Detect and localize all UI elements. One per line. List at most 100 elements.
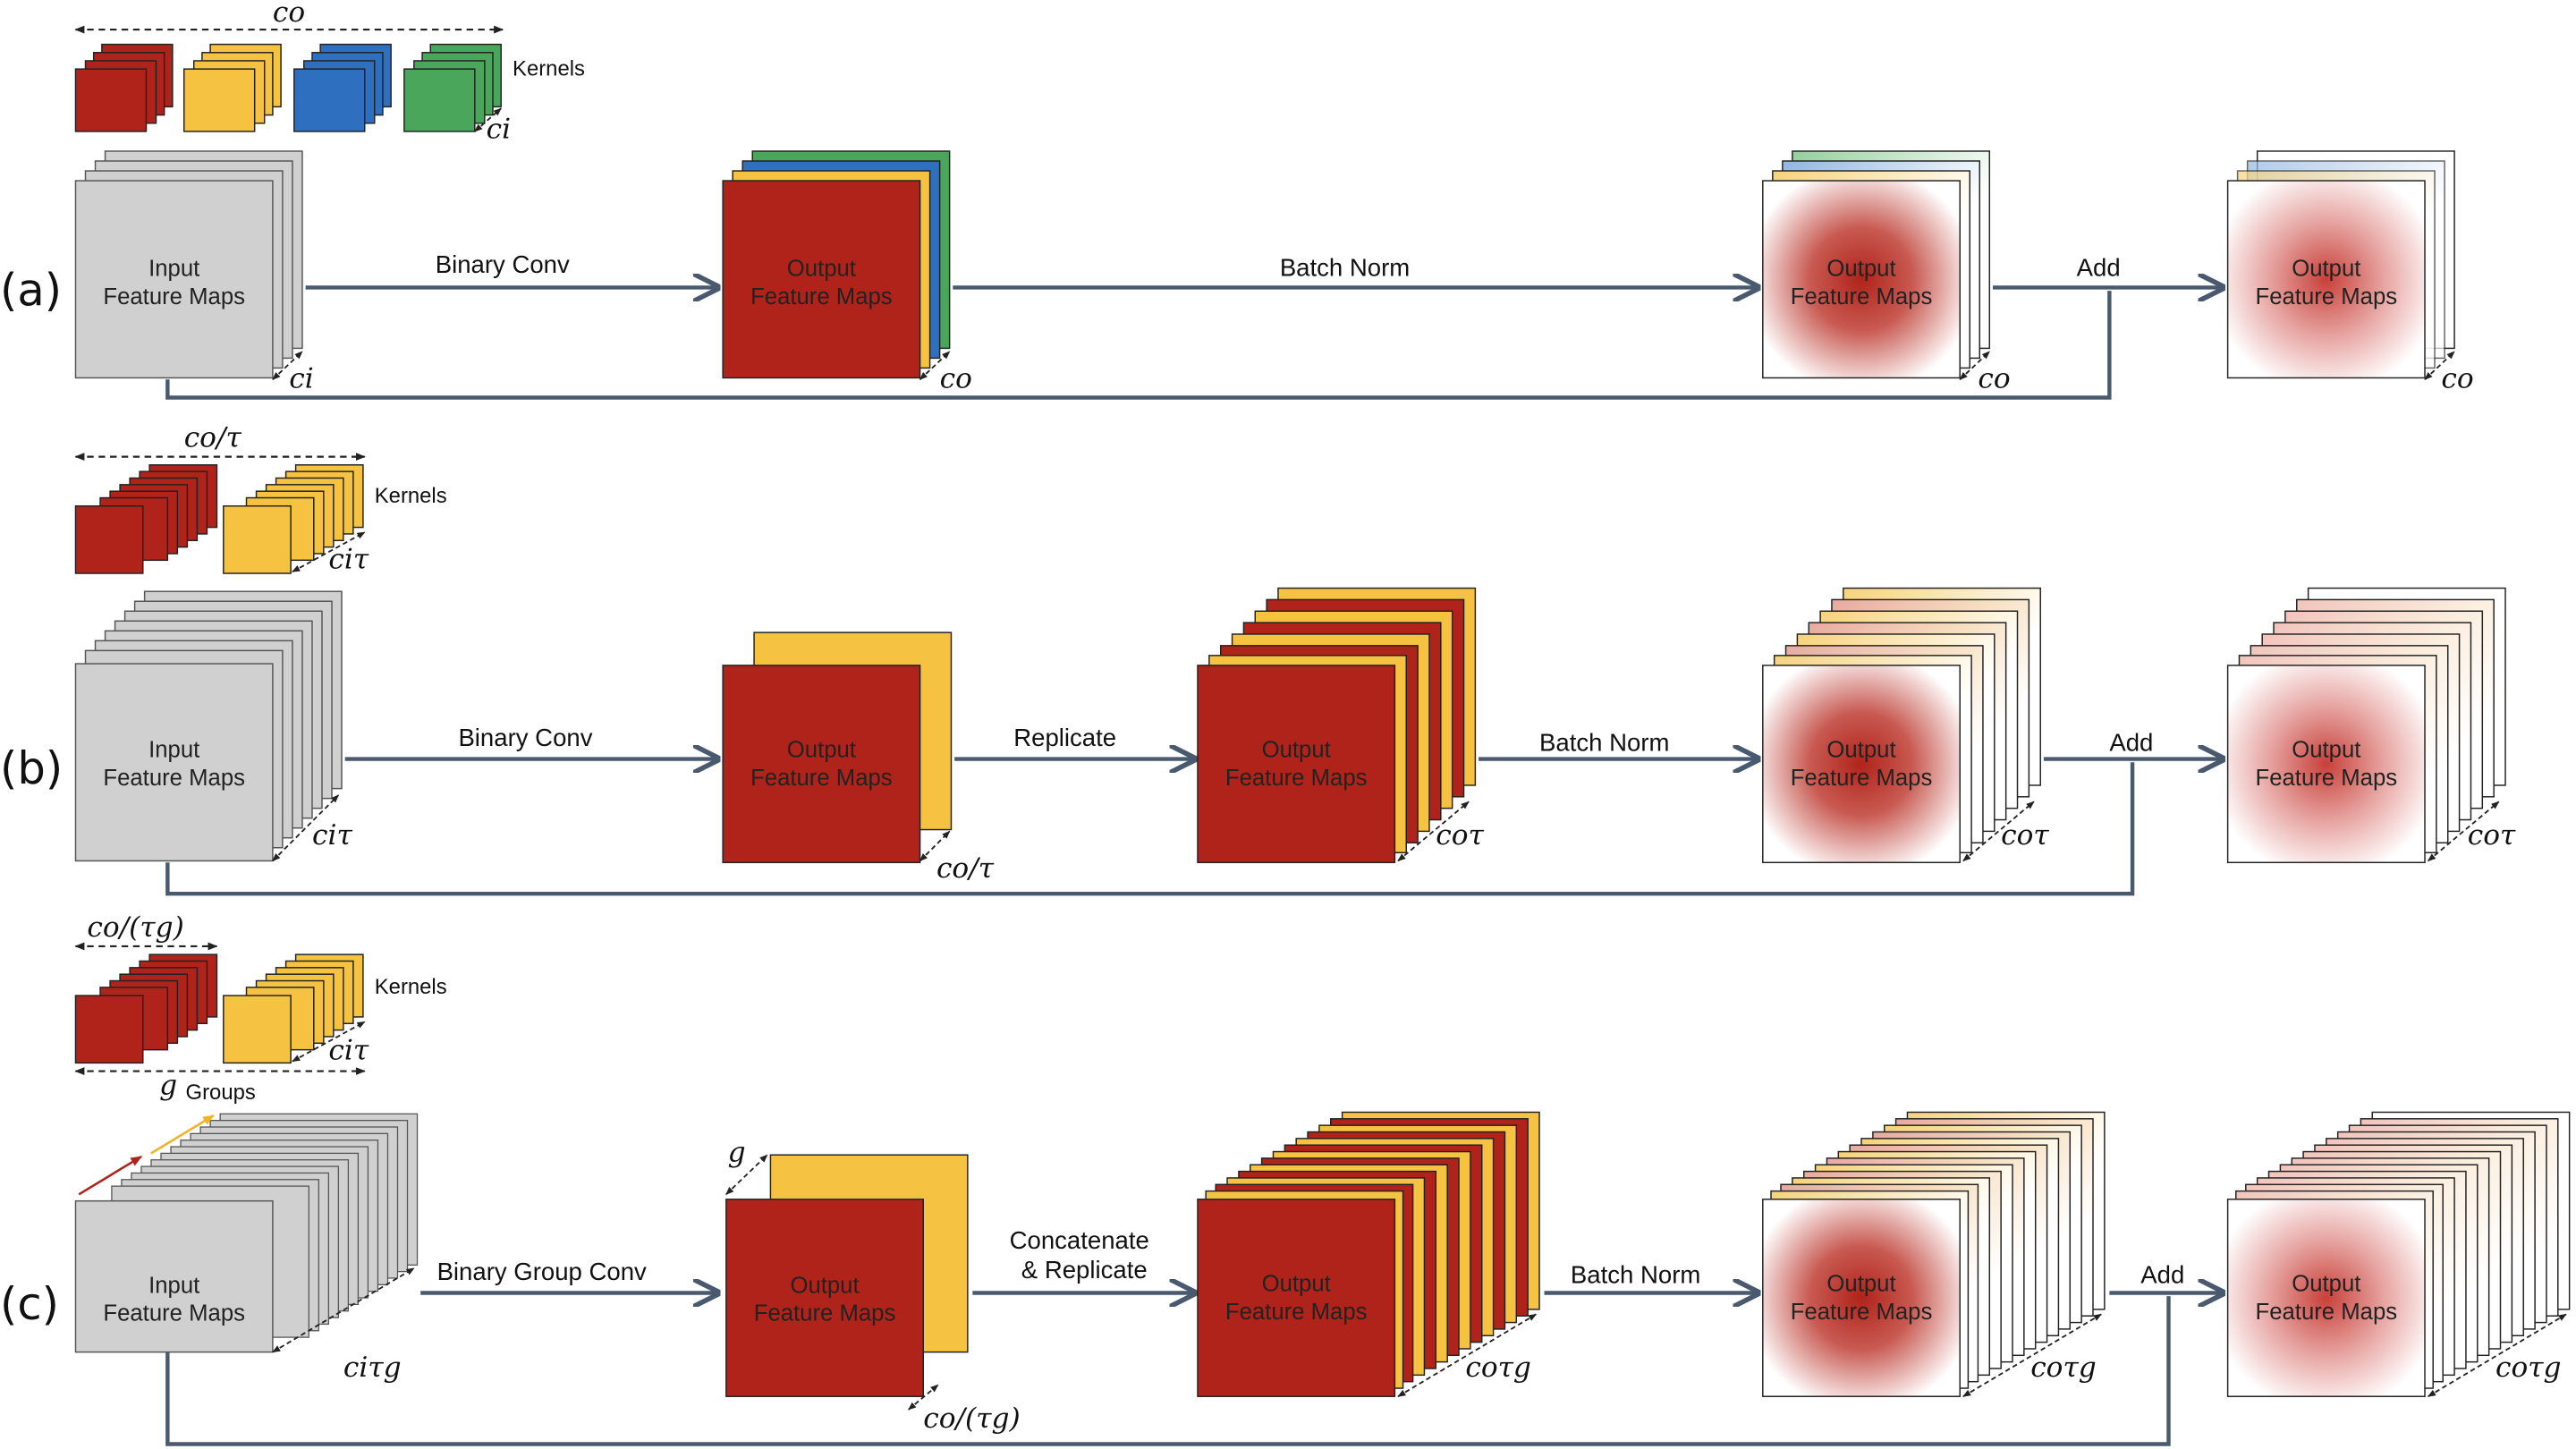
- kernel-blue: [293, 43, 392, 132]
- final-dim-symbol: coτ: [2468, 819, 2516, 852]
- input-label-line1: Input: [148, 1274, 199, 1299]
- replicate-label-line1: Output: [1262, 738, 1331, 763]
- input-feature-maps: Input Feature Maps ciτg: [74, 1113, 419, 1384]
- output-label-line2: Feature Maps: [750, 766, 893, 791]
- op-concatenate: Concatenate: [1010, 1226, 1149, 1254]
- output-feature-maps: Output Feature Maps co/τ: [722, 631, 995, 885]
- input-feature-maps: Input Feature Maps ciτ: [74, 590, 352, 862]
- op-batch-norm: Batch Norm: [1280, 254, 1410, 282]
- input-label-line2: Feature Maps: [103, 1301, 245, 1326]
- input-label-line1: Input: [148, 257, 199, 282]
- op-batch-norm: Batch Norm: [1539, 728, 1669, 756]
- groups-label: Groups: [186, 1080, 256, 1105]
- batchnorm-feature-maps: Output Feature Maps coτ: [1762, 587, 2049, 864]
- bn-dim-symbol: coτ: [2001, 819, 2049, 852]
- bn-label-line2: Feature Maps: [1791, 284, 1933, 309]
- output-dim-symbol: co/(τg): [923, 1402, 1020, 1435]
- bn-label-line1: Output: [1826, 1272, 1895, 1297]
- bn-label-line2: Feature Maps: [1791, 766, 1933, 791]
- kernel-width-indicator: co: [74, 0, 504, 34]
- output-dim-symbol: co: [940, 362, 972, 394]
- kernel-width-symbol: co/(τg): [87, 911, 183, 944]
- row-label-b: (b): [0, 742, 63, 794]
- output-label-line2: Feature Maps: [750, 284, 893, 309]
- kernel-green: [403, 43, 502, 132]
- output-feature-maps: Output Feature Maps co: [722, 150, 972, 394]
- final-label-line1: Output: [2292, 738, 2360, 763]
- op-add: Add: [2077, 254, 2121, 282]
- kernel-yellow: [223, 953, 364, 1064]
- replicate-label-line2: Feature Maps: [1225, 1300, 1368, 1325]
- replicate-dim-symbol: coτ: [1436, 819, 1484, 852]
- op-add: Add: [2140, 1260, 2184, 1288]
- replicated-feature-maps: Output Feature Maps coτ: [1197, 587, 1485, 864]
- op-binary-group-conv: Binary Group Conv: [437, 1258, 647, 1285]
- input-label-line1: Input: [148, 738, 199, 763]
- kernel-yellow: [223, 464, 364, 574]
- op-binary-conv: Binary Conv: [458, 724, 592, 751]
- kernel-width-symbol: co: [273, 0, 305, 29]
- op-replicate: Replicate: [1013, 724, 1116, 751]
- kernel-red: [74, 43, 174, 132]
- row-b: (b) co/τ: [0, 422, 2516, 896]
- kernel-red: [74, 953, 218, 1064]
- bn-label-line1: Output: [1826, 738, 1895, 763]
- bn-dim-symbol: co: [1978, 362, 2010, 394]
- kernel-yellow: [182, 43, 282, 132]
- output-label-line1: Output: [787, 738, 856, 763]
- kernel-depth-symbol: ci: [487, 113, 511, 145]
- kernels-group: ciτ Kernels g Groups: [74, 953, 447, 1105]
- group-count-symbol: g: [728, 1137, 746, 1169]
- skip-connection: [165, 762, 2135, 896]
- input-feature-maps: Input Feature Maps ci: [74, 150, 314, 394]
- final-label-line2: Feature Maps: [2256, 766, 2398, 791]
- final-feature-maps: Output Feature Maps co: [2226, 150, 2474, 394]
- kernels-group: ciτ Kernels: [74, 464, 447, 576]
- row-label-a: (a): [0, 265, 62, 317]
- kernels-label: Kernels: [513, 56, 585, 80]
- batchnorm-feature-maps: Output Feature Maps co: [1762, 150, 2011, 394]
- op-binary-conv: Binary Conv: [436, 250, 570, 278]
- op-add: Add: [2109, 728, 2153, 756]
- kernels-label: Kernels: [375, 975, 447, 999]
- replicate-dim-symbol: coτg: [1465, 1352, 1531, 1384]
- input-dim-symbol: ciτ: [312, 819, 352, 852]
- final-label-line2: Feature Maps: [2256, 284, 2398, 309]
- kernels-group: ci Kernels: [74, 43, 585, 145]
- row-label-c: (c): [0, 1278, 59, 1330]
- red-group-arrow: [78, 1155, 143, 1196]
- replicated-feature-maps: Output Feature Maps coτg: [1197, 1111, 1540, 1398]
- final-label-line1: Output: [2292, 257, 2360, 282]
- final-dim-symbol: co: [2441, 362, 2473, 394]
- kernel-width-indicator: co/τ: [74, 422, 366, 462]
- final-feature-maps: Output Feature Maps coτg: [2226, 1111, 2571, 1398]
- output-label-line1: Output: [787, 257, 856, 282]
- bn-label-line2: Feature Maps: [1791, 1300, 1933, 1325]
- kernel-depth-symbol: ciτ: [328, 1035, 369, 1067]
- bn-label-line1: Output: [1826, 257, 1895, 282]
- group-symbol: g: [159, 1069, 177, 1101]
- output-feature-maps: g Output Feature Maps co/(τg): [725, 1137, 1021, 1435]
- bn-dim-symbol: coτg: [2030, 1352, 2097, 1384]
- skip-connection: [165, 1296, 2171, 1446]
- output-label-line1: Output: [790, 1274, 859, 1299]
- final-feature-maps: Output Feature Maps coτ: [2226, 587, 2516, 864]
- final-label-line1: Output: [2292, 1272, 2360, 1297]
- row-a: (a) co: [0, 0, 2474, 400]
- op-replicate: & Replicate: [1021, 1256, 1148, 1284]
- kernel-depth-symbol: ciτ: [328, 544, 369, 576]
- output-dim-symbol: co/τ: [936, 852, 995, 885]
- final-dim-symbol: coτg: [2496, 1352, 2562, 1384]
- kernel-width-indicator: co/(τg): [74, 911, 218, 951]
- input-dim-symbol: ci: [289, 362, 313, 394]
- input-label-line2: Feature Maps: [103, 766, 245, 791]
- row-c: (c) co/(τg): [0, 911, 2571, 1446]
- output-label-line2: Feature Maps: [754, 1301, 896, 1326]
- replicate-label-line1: Output: [1262, 1272, 1331, 1297]
- final-label-line2: Feature Maps: [2256, 1300, 2398, 1325]
- kernel-width-symbol: co/τ: [184, 422, 242, 454]
- skip-connection: [165, 291, 2112, 400]
- input-label-line2: Feature Maps: [103, 284, 245, 309]
